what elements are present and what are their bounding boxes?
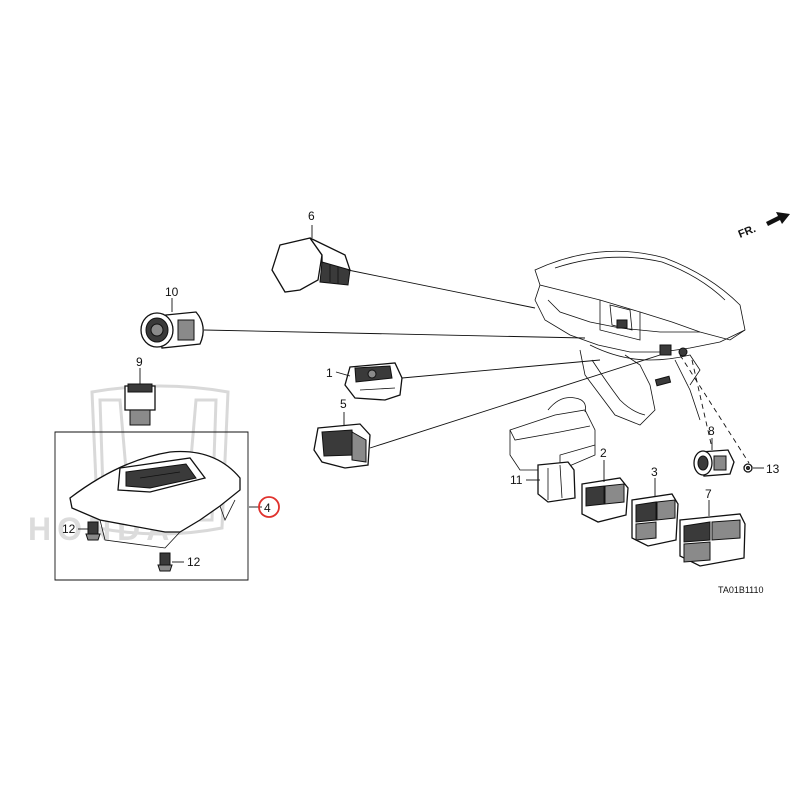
callout-labels: 6 10 9 1 5 4 12 12 11 2 3 7 8 13 — [62, 209, 780, 569]
callout-12-bottom: 12 — [187, 555, 201, 569]
selected-part-highlight — [258, 496, 280, 518]
part-5[interactable] — [313, 423, 371, 469]
callout-7: 7 — [705, 487, 712, 501]
callout-9: 9 — [136, 355, 143, 369]
callout-12-left: 12 — [62, 522, 76, 536]
callout-13: 13 — [766, 462, 780, 476]
callout-5: 5 — [340, 397, 347, 411]
leader-lines — [78, 225, 764, 563]
direction-label: FR. — [737, 223, 758, 241]
dashboard-outline — [509, 250, 746, 471]
callout-3: 3 — [651, 465, 658, 479]
part-9[interactable] — [124, 383, 156, 426]
part-4-assembly[interactable] — [54, 431, 249, 581]
part-6[interactable] — [271, 237, 351, 293]
part-7[interactable] — [679, 513, 746, 567]
diagram-code: TA01B1110 — [718, 585, 764, 595]
callout-8: 8 — [708, 424, 715, 438]
callout-2: 2 — [600, 446, 607, 460]
callout-4[interactable]: 4 — [264, 501, 271, 515]
part-10[interactable] — [140, 311, 204, 349]
callout-1: 1 — [326, 366, 333, 380]
part-2[interactable] — [581, 477, 629, 523]
part-3[interactable] — [631, 493, 679, 547]
callout-10: 10 — [165, 285, 179, 299]
front-arrow-icon — [766, 212, 790, 226]
callout-11: 11 — [510, 473, 523, 487]
part-12-clip-left[interactable] — [85, 521, 101, 541]
front-direction-indicator: FR. — [737, 212, 790, 241]
part-13[interactable] — [743, 463, 753, 473]
part-11[interactable] — [537, 461, 576, 503]
part-1[interactable] — [344, 362, 403, 401]
part-8[interactable] — [693, 449, 735, 477]
callout-6: 6 — [308, 209, 315, 223]
part-12-clip-bottom[interactable] — [157, 552, 173, 572]
